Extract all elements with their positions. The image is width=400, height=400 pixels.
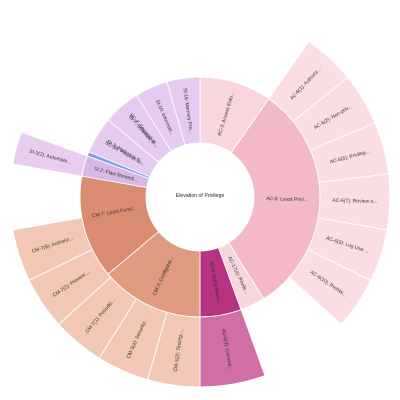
segment-au-6-3-correlat[interactable] [199,309,266,388]
label-ac-6-least-privi: AC-6: Least Privi... [266,196,308,203]
root-label[interactable]: Elevation of Privilege [176,193,225,199]
segment-ac-6-10-prohibi[interactable] [288,249,372,325]
label-cm-3-2-testing: CM-3(2): Testing,... [173,329,185,372]
label-ac-6-7-review-o: AC-6(7): Review o... [332,198,377,205]
ring-layer [12,40,391,388]
segment-si-2-2-automate[interactable] [12,131,88,177]
center-circle[interactable] [146,143,254,251]
segment-cm-7-5-authoriz[interactable] [12,217,93,281]
